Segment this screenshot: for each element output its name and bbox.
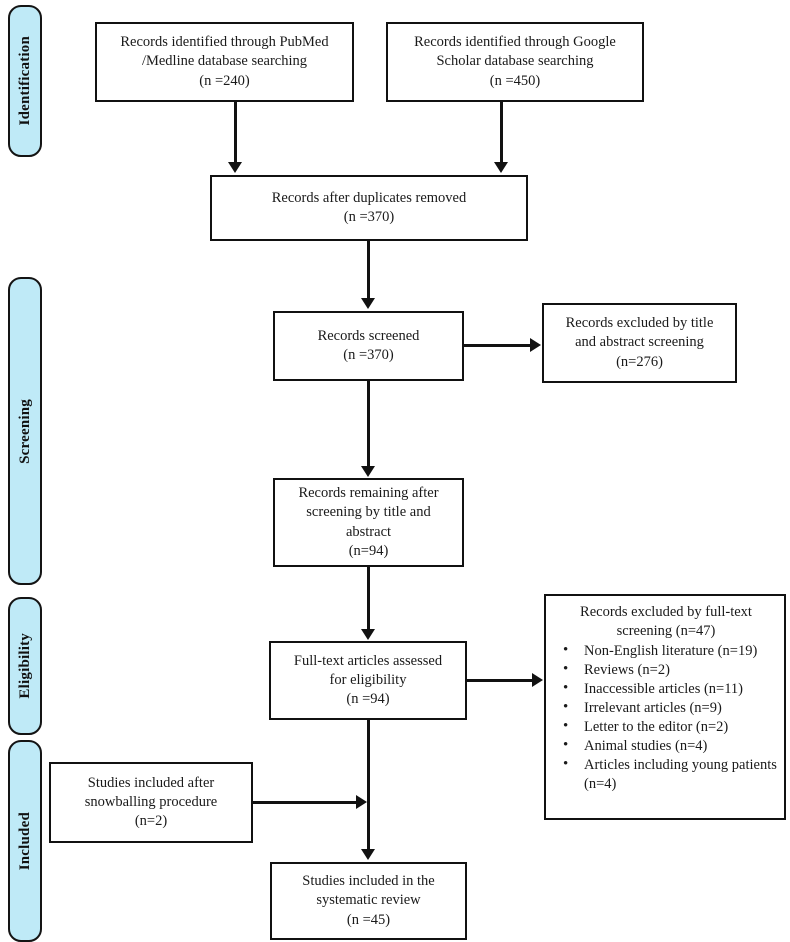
list-item: Reviews (n=2) (563, 660, 778, 680)
pubmed-line-2: /Medline database searching (141, 53, 308, 70)
excluded-title-line-2: and abstract screening (575, 334, 704, 351)
connector-screened-down (367, 381, 370, 467)
scholar-line-2: Scholar database searching (436, 53, 594, 70)
final-line-2: systematic review (316, 892, 421, 909)
final-count: (n =45) (346, 911, 391, 928)
arrow-duplicates-to-screened (361, 298, 375, 309)
box-records-remaining: Records remaining after screening by tit… (273, 478, 464, 567)
scholar-line-1: Records identified through Google (414, 34, 616, 51)
pubmed-count: (n =240) (199, 72, 250, 89)
snowballing-count: (n=2) (134, 813, 168, 830)
box-records-excluded-fulltext: Records excluded by full-text screening … (544, 594, 786, 820)
fulltext-line-2: for eligibility (329, 671, 407, 688)
arrow-snowballing-to-trunk (356, 795, 367, 809)
screened-line-1: Records screened (317, 327, 420, 344)
remaining-line-3: abstract (345, 523, 392, 540)
connector-pubmed-down (234, 102, 237, 164)
final-line-1: Studies included in the (302, 873, 435, 890)
phase-label-identification: Identification (16, 36, 33, 126)
pubmed-line-1: Records identified through PubMed (120, 34, 329, 51)
excluded-fulltext-reason-list: Non-English literature (n=19) Reviews (n… (554, 641, 778, 794)
phase-tab-eligibility: Eligibility (8, 597, 42, 735)
arrow-remaining-to-fulltext (361, 629, 375, 640)
arrow-fulltext-to-final (361, 849, 375, 860)
box-records-google-scholar: Records identified through Google Schola… (386, 22, 644, 102)
connector-duplicates-down (367, 241, 370, 299)
phase-tab-identification: Identification (8, 5, 42, 157)
box-records-excluded-title-abstract: Records excluded by title and abstract s… (542, 303, 737, 383)
scholar-count: (n =450) (489, 72, 541, 89)
connector-snowballing-right (253, 801, 357, 804)
connector-fulltext-down (367, 720, 370, 850)
remaining-count: (n=94) (348, 542, 389, 559)
list-item: Letter to the editor (n=2) (563, 717, 778, 737)
phase-label-included: Included (16, 811, 33, 871)
arrow-fulltext-to-excluded-fulltext (532, 673, 543, 687)
list-item: Animal studies (n=4) (563, 736, 778, 756)
box-records-screened: Records screened (n =370) (273, 311, 464, 381)
list-item: Inaccessible articles (n=11) (563, 679, 778, 699)
snowballing-line-1: Studies included after (87, 774, 215, 791)
connector-remaining-down (367, 567, 370, 630)
snowballing-line-2: snowballing procedure (84, 793, 218, 810)
duplicates-line-1: Records after duplicates removed (271, 189, 467, 206)
list-item: Non-English literature (n=19) (563, 641, 778, 661)
connector-fulltext-right (467, 679, 533, 682)
fulltext-count: (n =94) (346, 691, 390, 708)
box-snowballing-included: Studies included after snowballing proce… (49, 762, 253, 843)
excluded-title-count: (n=276) (616, 353, 663, 370)
arrow-screened-to-remaining (361, 466, 375, 477)
remaining-line-2: screening by title and (306, 504, 431, 521)
box-records-after-duplicates: Records after duplicates removed (n =370… (210, 175, 528, 241)
excluded-fulltext-head-1: Records excluded by full-text (580, 604, 752, 620)
list-item: Articles including young patients (n=4) (563, 755, 778, 794)
phase-label-eligibility: Eligibility (16, 633, 33, 699)
screened-count: (n =370) (343, 347, 394, 363)
fulltext-line-1: Full-text articles assessed (293, 652, 443, 669)
box-records-pubmed: Records identified through PubMed /Medli… (95, 22, 354, 102)
duplicates-count: (n =370) (343, 209, 395, 225)
arrow-screened-to-excluded-title (530, 338, 541, 352)
excluded-fulltext-head-2: screening (n=47) (616, 622, 716, 639)
box-fulltext-assessed: Full-text articles assessed for eligibil… (269, 641, 467, 720)
phase-label-screening: Screening (16, 398, 33, 464)
connector-scholar-down (500, 102, 503, 164)
arrow-scholar-to-duplicates (494, 162, 508, 173)
list-item: Irrelevant articles (n=9) (563, 698, 778, 718)
box-studies-included-final: Studies included in the systematic revie… (270, 862, 467, 940)
excluded-title-line-1: Records excluded by title (565, 315, 714, 332)
connector-screened-right (464, 344, 531, 347)
remaining-line-1: Records remaining after (298, 485, 439, 502)
phase-tab-screening: Screening (8, 277, 42, 585)
phase-tab-included: Included (8, 740, 42, 942)
arrow-pubmed-to-duplicates (228, 162, 242, 173)
